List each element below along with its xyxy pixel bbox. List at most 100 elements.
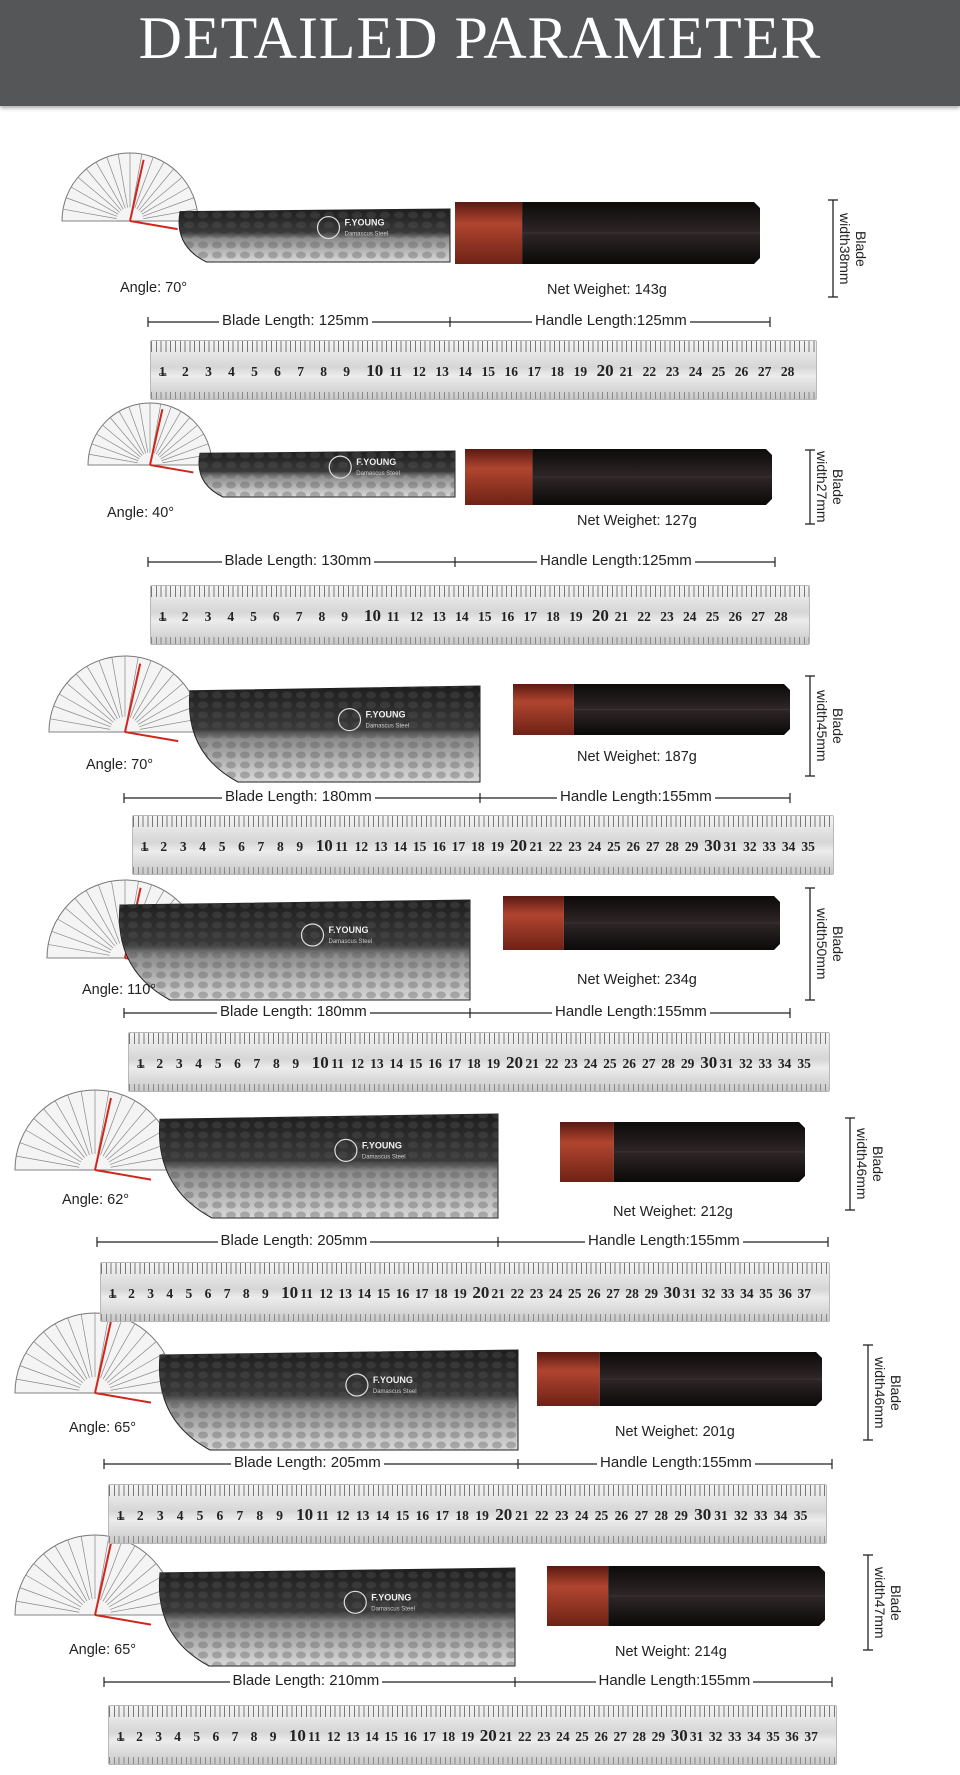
ruler-number: 29: [674, 1508, 688, 1523]
ruler-number: 21: [529, 839, 543, 854]
ruler-number: 19: [569, 609, 583, 624]
protractor-ray: [66, 682, 114, 723]
net-weight: Net Weighet: 187g: [577, 749, 697, 765]
ruler-number: 25: [603, 1056, 617, 1071]
protractor-ray: [80, 1314, 93, 1378]
ruler-number: 27: [613, 1729, 627, 1744]
protractor-ray: [138, 403, 149, 453]
ruler-number: 6: [212, 1729, 220, 1744]
blade-width-title: Blade width: [814, 690, 846, 744]
ruler-number: 27: [641, 1056, 656, 1071]
ruler-number: 2: [160, 839, 168, 854]
protractor-ray: [102, 1323, 136, 1380]
protractor-ray: [161, 443, 209, 462]
ruler-number: 23: [529, 1286, 544, 1301]
protractor-ray: [134, 156, 154, 209]
ruler-number: 2: [182, 364, 189, 379]
ruler-number: 35: [797, 1056, 811, 1071]
protractor-ray: [105, 1553, 147, 1603]
protractor-ray: [95, 161, 124, 210]
ruler-number: 1: [141, 839, 148, 854]
protractor-ray: [139, 718, 200, 730]
protractor-ray: [157, 417, 191, 456]
ruler-number: 20: [495, 1505, 513, 1524]
ruler-number: 10: [288, 1726, 306, 1745]
ruler-number: 37: [804, 1729, 818, 1744]
ruler-number: 17: [451, 839, 466, 854]
steel-type: Damascus Steel: [371, 1606, 415, 1612]
protractor-ray: [19, 1587, 81, 1610]
ruler-number: 10: [364, 606, 382, 625]
ruler-number: 13: [435, 364, 449, 379]
ruler-number: 26: [614, 1508, 629, 1523]
ruler-number: 25: [568, 1286, 582, 1301]
handle-length-label: Handle Length:155mm: [552, 1003, 710, 1020]
protractor-ray: [108, 1129, 165, 1163]
ruler-number: 24: [556, 1729, 570, 1744]
angle-line: [129, 159, 145, 222]
protractor-ray: [57, 918, 112, 951]
ruler-number: 1: [109, 1286, 116, 1301]
ruler-number: 10: [366, 361, 384, 380]
ruler-number: 32: [743, 839, 757, 854]
ruler-number: 2: [136, 1508, 144, 1523]
ruler-number: 15: [412, 839, 427, 854]
ruler-number: 3: [205, 364, 212, 379]
ruler-number: 20: [506, 1053, 524, 1072]
net-weight: Net Weighet: 143g: [547, 282, 667, 298]
blade-texture: [159, 1350, 518, 1450]
protractor-ray: [65, 197, 118, 217]
blade-width-value: 50mm: [814, 940, 830, 980]
blade-length-label: Blade Length: 180mm: [217, 1003, 370, 1020]
ruler-number: 12: [335, 1508, 350, 1523]
ruler-number: 25: [575, 1729, 589, 1744]
protractor-ray: [136, 682, 184, 723]
protractor-ray: [50, 718, 111, 730]
ruler-number: 15: [376, 1286, 391, 1301]
brand-name: F.YOUNG: [345, 218, 385, 228]
protractor-ray: [86, 666, 118, 720]
ruler-number: 4: [199, 839, 207, 854]
ruler-number: 37: [797, 1286, 812, 1301]
ruler-number: 27: [645, 839, 660, 854]
ruler-number: 21: [525, 1056, 539, 1071]
ruler-number: 24: [574, 1508, 589, 1523]
ruler-number: 14: [375, 1508, 390, 1523]
ruler-number: 19: [486, 1056, 501, 1071]
ruler-number: 28: [632, 1729, 647, 1744]
ruler-number: 15: [395, 1508, 410, 1523]
angle-line: [94, 1614, 152, 1626]
protractor-ray: [53, 705, 111, 728]
blade-length-label: Blade Length: 205mm: [217, 1232, 371, 1249]
blade-width-title: Blade width: [814, 908, 846, 962]
ruler-number: 25: [705, 609, 720, 624]
protractor-ray: [132, 153, 143, 208]
ruler-number: 32: [734, 1508, 748, 1523]
protractor-ray: [25, 1352, 82, 1386]
handle-length-label: Handle Length:155mm: [585, 1232, 743, 1249]
ruler-number: 23: [537, 1729, 551, 1744]
ruler-number: 7: [231, 1729, 239, 1744]
ruler-number: 12: [354, 839, 369, 854]
header-banner: DETAILED PARAMETER: [0, 0, 960, 106]
handle-ferrule: [537, 1352, 600, 1406]
protractor-ray: [141, 186, 190, 215]
ruler-number: 28: [665, 839, 679, 854]
protractor-ray: [102, 1100, 136, 1157]
angle-label: Angle: 40°: [107, 505, 175, 521]
ruler-number: 3: [147, 1286, 154, 1301]
ruler-number: 15: [481, 364, 495, 379]
ruler-number: 5: [196, 1508, 204, 1523]
ruler-number: 16: [500, 609, 515, 624]
blade-width-label: Blade width45mm: [814, 686, 846, 766]
page-title: DETAILED PARAMETER: [138, 5, 822, 71]
protractor-ray: [140, 177, 183, 213]
ruler-number: 27: [634, 1508, 649, 1523]
ruler-ticks: [133, 867, 833, 874]
